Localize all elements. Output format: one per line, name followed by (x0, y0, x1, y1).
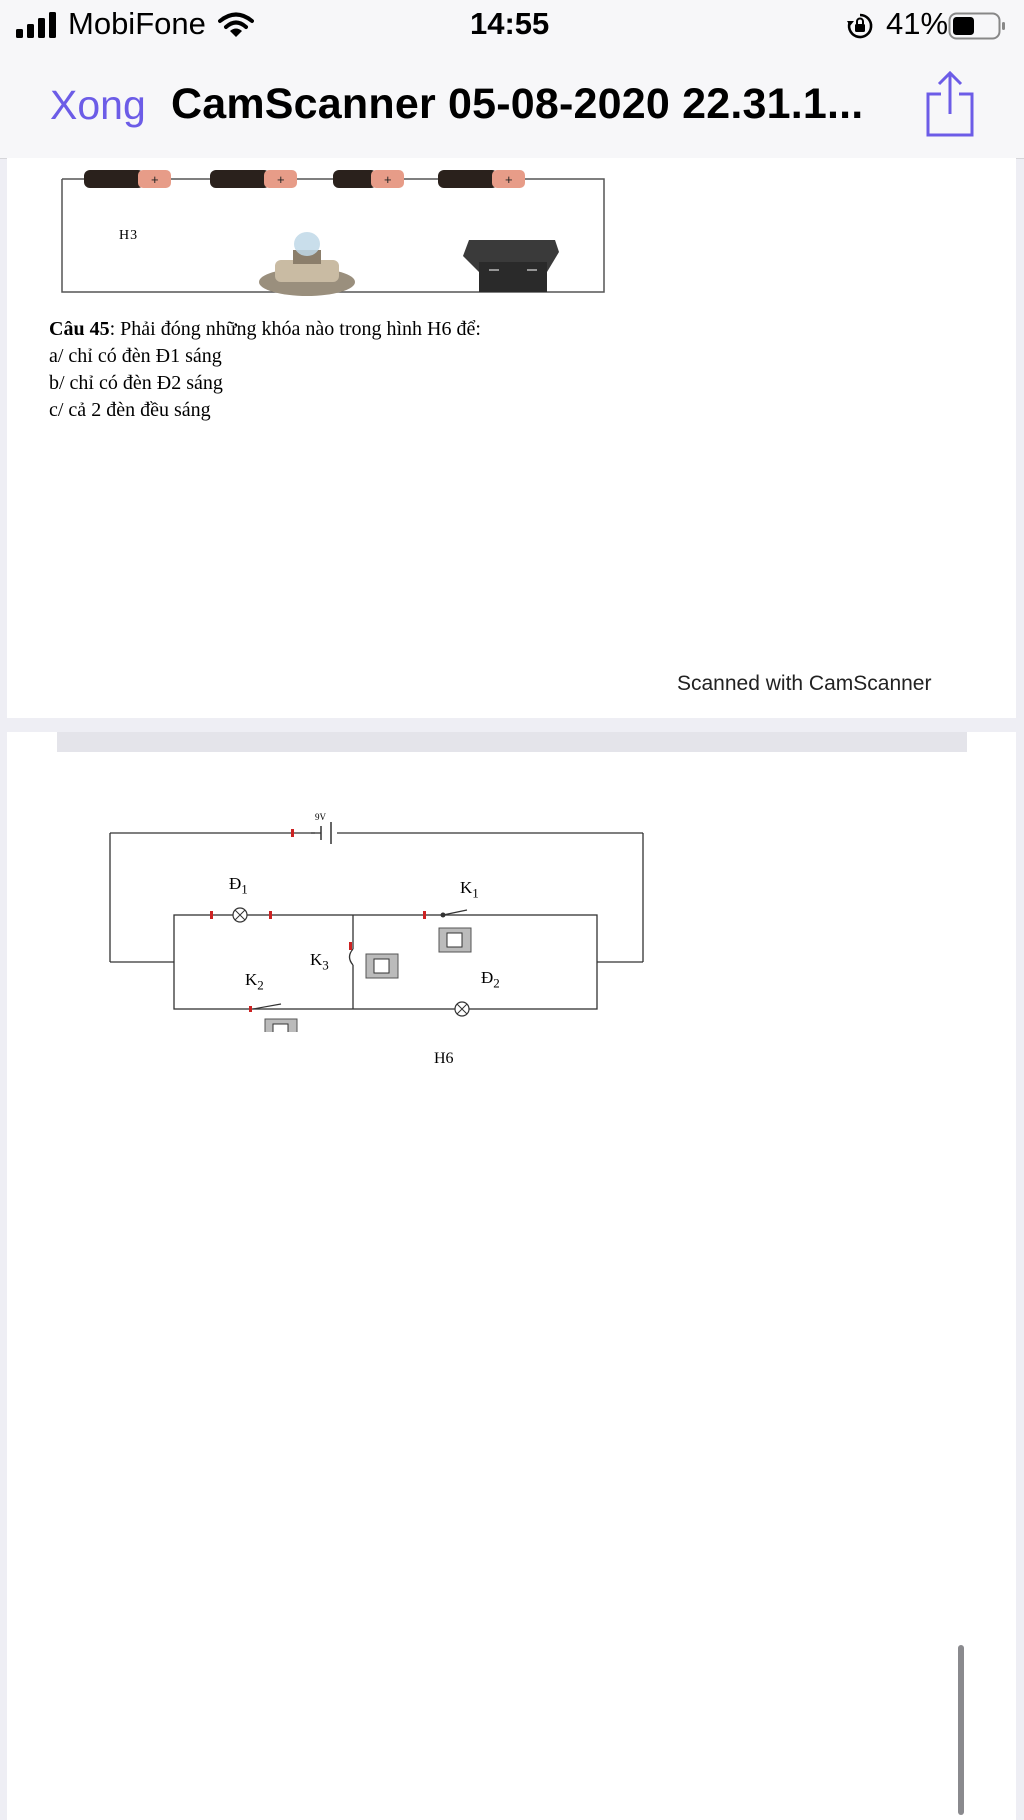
page-top-band (57, 732, 967, 752)
lamp-d1-icon (210, 907, 272, 923)
camscanner-watermark: Scanned with CamScanner (677, 672, 932, 695)
signal-bars-icon (16, 12, 56, 38)
question-heading: Câu 45: Phải đóng những khóa nào trong h… (49, 316, 481, 343)
switch-icon (463, 240, 559, 292)
svg-text:+: + (277, 172, 285, 187)
switch-k1-icon (423, 909, 472, 953)
option-a: a/ chỉ có đèn Đ1 sáng (49, 345, 222, 367)
question-text: : Phải đóng những khóa nào trong hình H6… (109, 318, 481, 340)
k2-label: K2 (245, 970, 264, 993)
k1-label: K1 (460, 878, 479, 901)
scroll-indicator[interactable] (958, 1645, 964, 1815)
battery-percent: 41% (886, 6, 949, 41)
figure-label-h3: H3 (119, 228, 139, 243)
carrier-name: MobiFone (68, 6, 206, 41)
lamp-d2-icon (454, 1001, 470, 1017)
battery-cell-1-icon: + (84, 170, 171, 188)
circuit-diagram-h6 (109, 822, 644, 1032)
nav-bar: Xong CamScanner 05-08-2020 22.31.1... (0, 52, 1024, 159)
clock: 14:55 (470, 6, 550, 41)
svg-text:+: + (151, 172, 159, 187)
battery-cell-4-icon: + (438, 170, 525, 188)
status-bar: MobiFone 14:55 41% (0, 0, 1024, 52)
figure-label-h6: H6 (434, 1050, 454, 1067)
option-c: c/ cả 2 đèn đều sáng (49, 399, 211, 421)
question-number: Câu 45 (49, 318, 110, 340)
svg-text:+: + (384, 172, 392, 187)
option-b: b/ chỉ có đèn Đ2 sáng (49, 372, 223, 394)
switch-k3-icon (349, 942, 399, 979)
svg-text:+: + (505, 172, 513, 187)
orientation-lock-icon (847, 13, 873, 39)
document-title: CamScanner 05-08-2020 22.31.1... (171, 80, 864, 128)
done-button[interactable]: Xong (50, 82, 146, 128)
question-45: Câu 45: Phải đóng những khóa nào trong h… (49, 316, 481, 424)
share-icon[interactable] (924, 70, 976, 138)
battery-cell-2-icon: + (210, 170, 297, 188)
d2-label: Đ2 (481, 968, 500, 991)
switch-k2-icon (249, 1003, 298, 1032)
light-bulb-icon (259, 232, 355, 296)
battery-voltage-label: 9V (315, 812, 326, 822)
k3-label: K3 (310, 950, 329, 973)
document-page-2: 9V Đ1 K1 K3 K2 Đ2 H6 (7, 732, 1016, 1820)
battery-icon (948, 12, 1005, 40)
battery-cell-3-icon: + (333, 170, 404, 188)
figure-h3: + + + + (61, 170, 605, 296)
d1-label: Đ1 (229, 874, 248, 897)
document-page-1: + + + + H3 Câu 45: Phải đóng những khóa … (7, 158, 1016, 718)
wifi-icon (218, 12, 254, 37)
battery-symbol-icon (291, 822, 332, 844)
